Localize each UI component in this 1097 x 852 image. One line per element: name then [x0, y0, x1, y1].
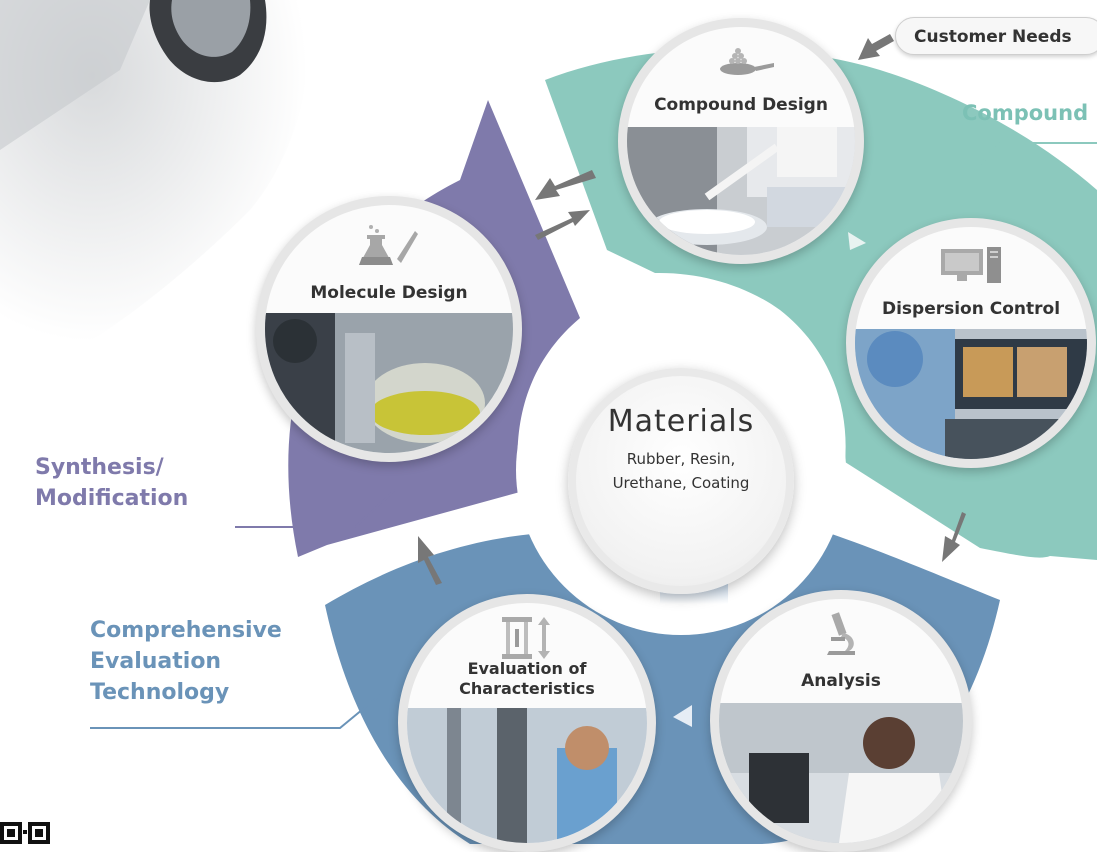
evaluation-section-label: Comprehensive Evaluation Technology: [90, 615, 282, 708]
materials-line1: Rubber, Resin,: [626, 450, 736, 468]
flow-arrows: [418, 34, 966, 585]
synthesis-label-line2: Modification: [35, 486, 189, 511]
synthesis-leader-line: [235, 489, 396, 528]
evaluation-label-line2: Evaluation: [90, 649, 222, 674]
customer-needs-label: Customer Needs: [914, 27, 1072, 47]
compound-section-label: Compound: [962, 101, 1089, 125]
microscope-icon: [827, 612, 855, 655]
tensile-tester-icon: [502, 617, 550, 659]
compound-design-photo: [627, 127, 855, 255]
evaluation-label-line1: Comprehensive: [90, 618, 282, 643]
evaluation-label-line1: Evaluation of: [467, 659, 587, 678]
compound-design-label: Compound Design: [654, 95, 828, 115]
molecule-design-photo: [265, 313, 513, 453]
analysis-node: Analysis: [710, 590, 972, 852]
analysis-label: Analysis: [801, 671, 881, 691]
flask-dropper-icon: [359, 225, 418, 265]
molecule-design-node: Molecule Design: [256, 196, 522, 462]
evaluation-label: Evaluation of Characteristics: [407, 659, 647, 699]
weighing-scoop-icon: [720, 48, 774, 75]
customer-needs-badge: Customer Needs: [895, 17, 1097, 55]
materials-center: Materials Rubber, Resin, Urethane, Coati…: [568, 368, 794, 594]
dispersion-control-label: Dispersion Control: [881, 299, 1061, 319]
computer-icon: [941, 247, 1001, 283]
arrow-to-molecule: [535, 170, 596, 200]
synthesis-label-line1: Synthesis/: [35, 455, 164, 480]
compound-design-node: Compound Design: [618, 18, 864, 264]
arrow-to-analysis: [942, 512, 966, 562]
analysis-photo: [719, 703, 963, 843]
arrow-evaluation: [673, 705, 692, 727]
dispersion-control-node: Dispersion Control: [846, 218, 1096, 468]
molecule-design-label: Molecule Design: [310, 283, 468, 303]
dispersion-control-photo: [855, 329, 1087, 459]
evaluation-label-line3: Technology: [90, 680, 230, 705]
arrow-to-compound: [535, 210, 590, 240]
evaluation-photo: [407, 708, 647, 843]
materials-title: Materials: [607, 404, 755, 439]
arrow-customer-needs: [858, 34, 894, 60]
compound-leader-line: [974, 142, 1097, 171]
evaluation-node: Evaluation of Characteristics: [398, 594, 656, 852]
qr-code-icon: [0, 822, 50, 844]
evaluation-label-line2: Characteristics: [459, 679, 595, 698]
arrow-to-synthesis: [418, 536, 442, 585]
materials-line2: Urethane, Coating: [612, 474, 750, 492]
materials-subtitle: Rubber, Resin, Urethane, Coating: [576, 447, 786, 495]
evaluation-leader-line: [90, 694, 381, 729]
synthesis-section-label: Synthesis/ Modification: [35, 452, 188, 514]
car-image: [0, 0, 308, 380]
